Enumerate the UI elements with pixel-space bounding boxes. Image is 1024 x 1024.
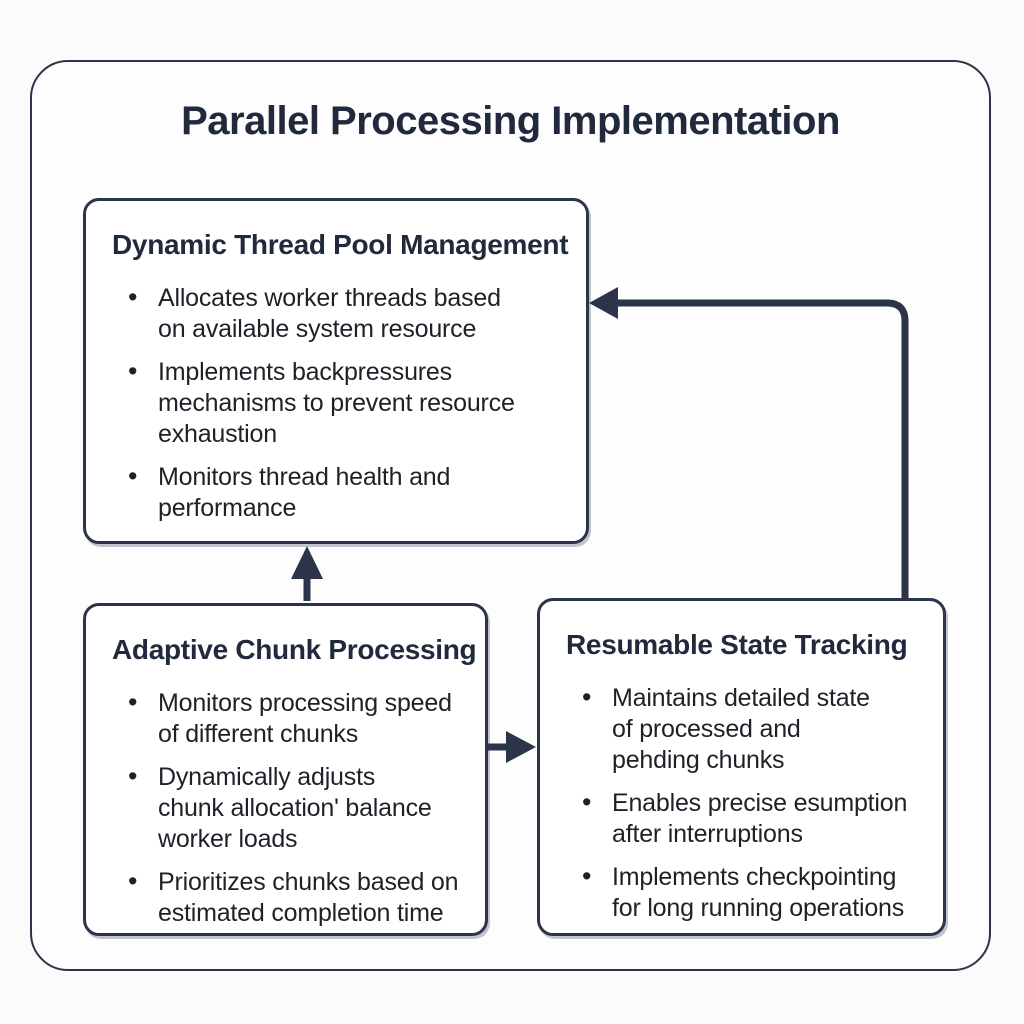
diagram-title: Parallel Processing Implementation: [181, 99, 840, 143]
node-resumable-state-tracking: Resumable State Tracking Maintains detai…: [537, 598, 946, 936]
bullet-text: Enables precise esumption after interrup…: [612, 789, 908, 848]
bullet-item: Implements checkpointing for long runnin…: [566, 861, 935, 924]
node-bullet-list: Allocates worker threads based on availa…: [86, 282, 586, 524]
bullet-text: Monitors thread health and performance: [158, 463, 451, 522]
bullet-item: Dynamically adjusts chunk allocation' ba…: [112, 761, 477, 855]
node-dynamic-thread-pool-management: Dynamic Thread Pool Management Allocates…: [83, 198, 589, 544]
bullet-text: Prioritizes chunks based on estimated co…: [158, 868, 459, 927]
node-bullet-list: Monitors processing speed of different c…: [86, 687, 485, 929]
bullet-text: Implements checkpointing for long runnin…: [612, 863, 905, 922]
bullet-text: Maintains detailed state of processed an…: [612, 684, 870, 774]
bullet-item: Allocates worker threads based on availa…: [112, 282, 578, 345]
bullet-text: Allocates worker threads based on availa…: [158, 284, 501, 343]
bullet-item: Maintains detailed state of processed an…: [566, 682, 935, 776]
bullet-text: Implements backpressures mechanisms to p…: [158, 358, 515, 448]
node-heading: Dynamic Thread Pool Management: [112, 229, 569, 260]
bullet-item: Monitors processing speed of different c…: [112, 687, 477, 750]
bullet-text: Monitors processing speed of different c…: [158, 689, 452, 748]
bullet-item: Monitors thread health and performance: [112, 461, 578, 524]
node-adaptive-chunk-processing: Adaptive Chunk Processing Monitors proce…: [83, 603, 488, 936]
bullet-item: Implements backpressures mechanisms to p…: [112, 356, 578, 450]
bullet-item: Enables precise esumption after interrup…: [566, 787, 935, 850]
node-heading: Resumable State Tracking: [566, 629, 908, 660]
node-bullet-list: Maintains detailed state of processed an…: [540, 682, 943, 924]
bullet-text: Dynamically adjusts chunk allocation' ba…: [158, 763, 432, 853]
node-heading: Adaptive Chunk Processing: [112, 634, 477, 665]
bullet-item: Prioritizes chunks based on estimated co…: [112, 866, 477, 929]
